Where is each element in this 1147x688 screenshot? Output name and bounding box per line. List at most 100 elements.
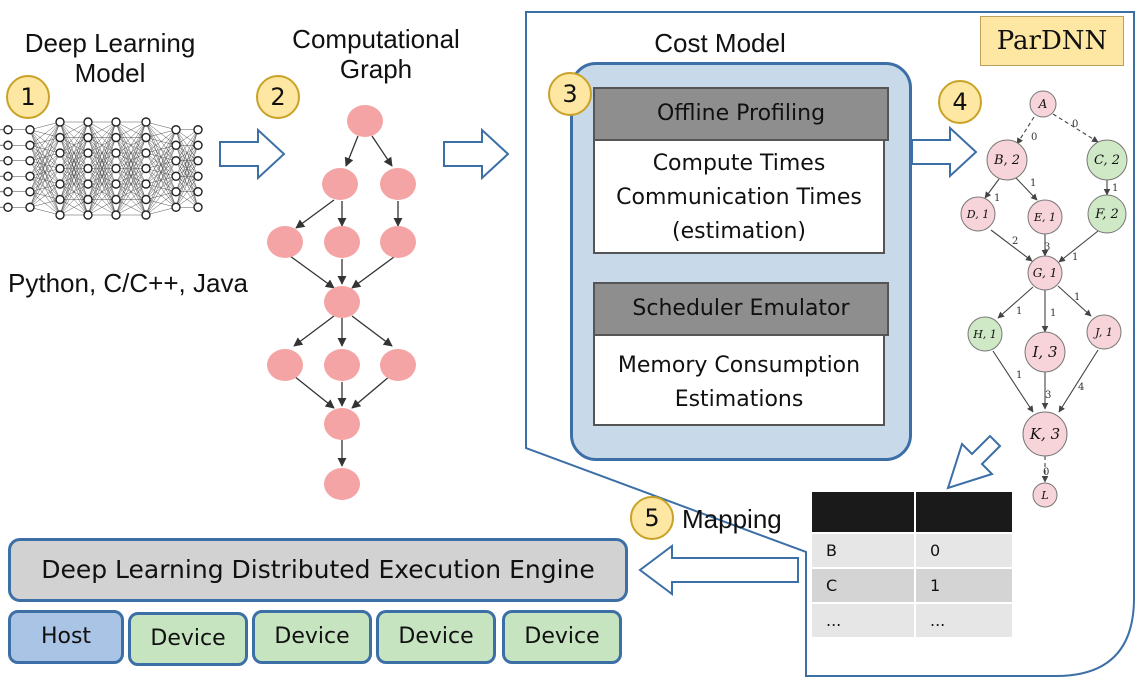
pg-label-f: F, 2 (1094, 207, 1119, 222)
estimations-label: Estimations (674, 387, 804, 412)
nn-neuron (83, 163, 93, 174)
step2-title: Computational Graph (270, 24, 482, 84)
step4-badge: 4 (938, 80, 982, 124)
nn-neuron (141, 148, 151, 158)
arrow-model-to-graph (219, 127, 286, 181)
step3-badge: 3 (548, 72, 592, 116)
nn-neuron (111, 148, 121, 158)
nn-neuron (55, 210, 65, 220)
nn-neuron (171, 140, 181, 150)
step1-badge: 1 (6, 75, 50, 119)
nn-neuron (171, 171, 181, 181)
pg-node-k (1022, 411, 1068, 457)
pg-edge-weight: 0 (1043, 467, 1049, 478)
pg-node-c (1086, 139, 1128, 181)
cg-node (324, 408, 360, 440)
cg-node (267, 226, 303, 258)
arrow-costmodel-to-partition (911, 125, 978, 179)
cg-node (324, 349, 360, 381)
nn-neuron (3, 125, 13, 135)
cg-node (347, 105, 383, 137)
pardnn-brand-label: ParDNN (980, 16, 1124, 66)
cg-node (324, 286, 360, 318)
nn-neuron (3, 187, 13, 197)
partitioned-graph: A B, 2 C, 2 D, 1 E, 1 F, 2 G, 1 H, 1 I, … (960, 90, 1128, 508)
pg-label-l: L (1040, 489, 1048, 502)
nn-neuron (193, 171, 203, 181)
computational-graph (267, 105, 416, 500)
pg-label-d: D, 1 (966, 208, 989, 221)
cg-node (267, 349, 303, 381)
scheduler-emulator-body: Memory Consumption Estimations (593, 334, 885, 426)
step2-title-line2: Graph (339, 54, 413, 84)
estimation-label: (estimation) (672, 219, 806, 244)
nn-neuron (171, 156, 181, 166)
pg-label-h: H, 1 (972, 328, 997, 341)
pg-node-b (986, 139, 1028, 181)
languages-label: Python, C/C++, Java (8, 268, 248, 298)
nn-neuron (83, 117, 93, 127)
arrow-graph-to-costmodel (443, 127, 510, 181)
pg-edge-weight: 1 (1016, 306, 1022, 317)
table-row: C 1 (812, 568, 1014, 604)
memory-consumption-label: Memory Consumption (617, 353, 861, 378)
table-row: B 0 (812, 533, 1014, 569)
nn-neuron (3, 202, 13, 212)
nn-neuron (25, 140, 35, 150)
mapping-node-cell: C (812, 568, 916, 604)
device-box: Device (376, 610, 496, 664)
pg-label-j: J, 1 (1093, 326, 1113, 339)
execution-engine-box: Deep Learning Distributed Execution Engi… (8, 538, 628, 602)
pg-label-b: B, 2 (993, 153, 1020, 168)
pg-edge-weight: 1 (1050, 308, 1056, 319)
pg-edge-weight: 0 (1031, 132, 1037, 143)
compute-times-label: Compute Times (652, 151, 826, 176)
nn-neuron (141, 117, 151, 127)
cg-node (380, 226, 416, 258)
scheduler-emulator-header: Scheduler Emulator (593, 282, 889, 336)
step5-badge: 5 (630, 496, 674, 540)
step1-title-line1: Deep Learning (24, 28, 196, 58)
nn-neuron (141, 132, 151, 143)
nn-neuron (55, 132, 65, 143)
pg-edge-weight: 4 (1078, 382, 1084, 393)
nn-neuron (55, 179, 65, 189)
pg-node-j (1086, 314, 1122, 350)
nn-neuron (193, 202, 203, 212)
mapping-label: Mapping (682, 504, 782, 534)
nn-neuron (111, 132, 121, 143)
cost-model-title: Cost Model (654, 28, 786, 58)
nn-neuron (111, 163, 121, 174)
mapping-device-cell: 0 (915, 533, 1014, 569)
nn-neuron (193, 140, 203, 150)
nn-neuron (25, 171, 35, 181)
pardnn-framework-outline (525, 11, 1135, 677)
nn-neuron (141, 179, 151, 189)
nn-neuron (25, 125, 35, 135)
nn-neuron (111, 117, 121, 127)
pg-node-i (1024, 331, 1066, 373)
pg-edge-weight: 2 (1012, 236, 1018, 247)
nn-neuron (141, 194, 151, 205)
pg-node-d (960, 196, 996, 232)
device-box: Device (252, 610, 372, 664)
nn-neuron (171, 187, 181, 197)
pg-edge-weight: 1 (994, 193, 1000, 204)
nn-neuron (83, 148, 93, 158)
nn-neuron (111, 179, 121, 189)
pg-label-e: E, 1 (1033, 211, 1056, 224)
nn-neuron (55, 194, 65, 205)
mapping-node-cell: ... (812, 603, 916, 639)
nn-neuron (55, 148, 65, 158)
nn-neuron (25, 187, 35, 197)
cg-node (324, 468, 360, 500)
pg-label-i: I, 3 (1031, 343, 1057, 361)
pg-label-c: C, 2 (1094, 153, 1120, 168)
nn-neuron (141, 210, 151, 220)
arrow-partition-to-table (946, 434, 1002, 490)
pg-edge-weight: 1 (1072, 252, 1078, 263)
pg-node-l (1032, 482, 1058, 508)
nn-neuron (193, 187, 203, 197)
pg-label-g: G, 1 (1033, 266, 1057, 280)
